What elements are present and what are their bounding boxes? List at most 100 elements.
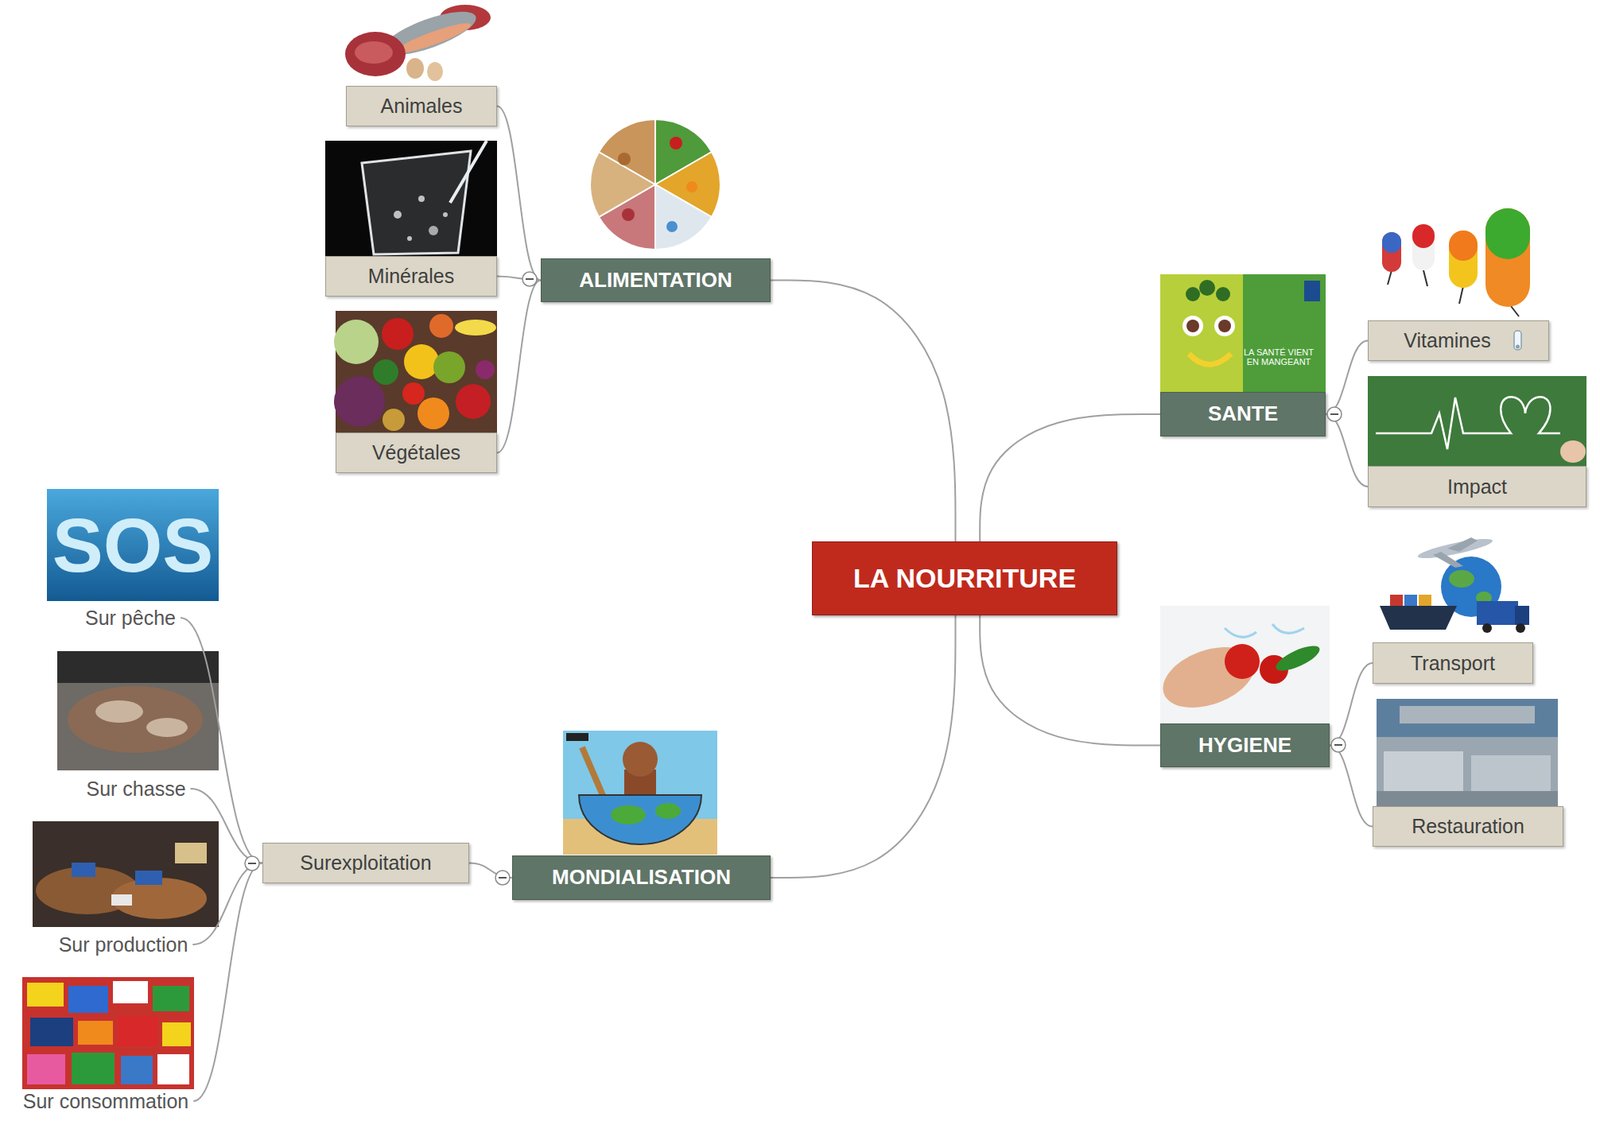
food-groups-pie xyxy=(590,119,721,250)
vegetables-picture xyxy=(372,359,399,385)
branch-connector xyxy=(770,615,956,878)
washing-vegetables-picture xyxy=(1224,628,1257,637)
health-poster-picture xyxy=(1199,279,1216,296)
collapse-button xyxy=(244,856,260,871)
pills-picture xyxy=(1382,208,1531,317)
overhunting-picture xyxy=(146,718,188,738)
food-groups-pie xyxy=(686,181,698,193)
world-bowl-cartoon xyxy=(610,805,646,825)
topic-text: Sur pêche xyxy=(85,606,176,630)
subtopic-box: Restauration xyxy=(1372,806,1564,847)
topic-text: Sur consommation xyxy=(23,1090,189,1114)
heartbeat-chalkboard-picture xyxy=(1367,376,1587,467)
pills-picture xyxy=(1448,230,1478,288)
poster-caption: LA SANTÉ VIENT EN MANGEANT xyxy=(1238,348,1320,367)
branch-connector xyxy=(979,615,1161,746)
kitchen-picture xyxy=(1471,755,1551,792)
overproduction-picture xyxy=(174,842,207,864)
washing-vegetables-picture xyxy=(1272,624,1305,634)
vegetables-picture xyxy=(417,397,450,430)
washing-vegetables-picture xyxy=(1224,644,1260,680)
overconsumption-picture xyxy=(71,1052,115,1085)
food-groups-pie xyxy=(666,221,678,233)
transport-picture xyxy=(1379,535,1530,634)
health-poster-picture xyxy=(1160,274,1243,393)
transport-picture xyxy=(1418,594,1432,606)
vegetables-picture xyxy=(433,351,466,384)
overconsumption-picture xyxy=(30,1017,74,1047)
health-poster-picture xyxy=(1182,315,1204,337)
world-bowl-cartoon xyxy=(566,733,589,742)
subtopic-box: Végétales xyxy=(335,432,498,474)
transport-picture xyxy=(1514,605,1530,626)
vegetables-picture xyxy=(475,360,495,380)
mineral-water-picture xyxy=(325,140,498,257)
branch-connector xyxy=(497,280,541,454)
health-poster-picture xyxy=(1218,319,1232,333)
health-poster-picture xyxy=(1214,315,1235,337)
transport-picture xyxy=(1390,594,1403,606)
subtopic-box: Impact xyxy=(1367,466,1587,508)
kitchen-picture xyxy=(1376,791,1558,807)
heartbeat-chalkboard-picture xyxy=(1375,397,1488,450)
collapse-button xyxy=(244,856,260,871)
collapse-button xyxy=(1330,413,1339,416)
topic-text: LA NOURRITURE xyxy=(853,563,1076,595)
collapse-button xyxy=(525,278,534,280)
branch-connector xyxy=(1329,745,1373,828)
vegetables-picture xyxy=(455,384,491,420)
collapse-button xyxy=(498,877,507,879)
kitchen-picture xyxy=(1376,699,1558,738)
transport-picture xyxy=(1515,623,1526,634)
health-poster-picture xyxy=(1215,287,1231,302)
leaf-topic: Sur production xyxy=(57,933,191,957)
topic-text: Transport xyxy=(1410,652,1496,676)
collapse-button xyxy=(495,870,510,886)
overproduction-picture xyxy=(32,821,219,928)
topic-text: Surexploitation xyxy=(299,851,432,875)
overproduction-picture xyxy=(71,862,96,878)
pills-picture xyxy=(1382,232,1402,253)
washing-vegetables-picture xyxy=(1154,605,1330,724)
main-branch-box: HYGIENE xyxy=(1160,723,1330,768)
topic-text: Restauration xyxy=(1411,815,1525,839)
vegetables-picture xyxy=(382,408,405,432)
mineral-water-picture xyxy=(442,212,448,218)
leaf-topic: Sur pêche xyxy=(83,606,178,630)
branch-connector xyxy=(1325,414,1368,487)
branch-connector xyxy=(1325,341,1368,416)
transport-picture xyxy=(1447,537,1478,552)
meat-fish-picture xyxy=(427,62,443,82)
food-groups-pie xyxy=(598,119,656,185)
kitchen-picture xyxy=(1383,751,1464,792)
transport-picture xyxy=(1379,605,1457,630)
subtopic-box: Vitamines xyxy=(1367,320,1550,362)
topic-text: Animales xyxy=(380,94,463,118)
overproduction-picture xyxy=(111,894,133,906)
health-poster-picture xyxy=(1242,274,1326,393)
subtopic-box: Transport xyxy=(1372,642,1534,684)
world-bowl-cartoon xyxy=(578,795,702,845)
meat-fish-picture xyxy=(345,3,491,82)
collapse-button xyxy=(522,271,537,287)
washing-vegetables-picture xyxy=(1154,636,1263,720)
vegetables-picture xyxy=(333,376,385,428)
leaf-topic: Sur consommation xyxy=(21,1090,191,1114)
mineral-water-picture xyxy=(325,140,498,257)
vegetables-picture xyxy=(402,382,425,405)
overfishing-picture xyxy=(46,489,219,602)
health-poster-picture xyxy=(1186,319,1200,333)
branch-connector xyxy=(497,106,541,281)
world-bowl-cartoon xyxy=(582,747,605,800)
overconsumption-picture xyxy=(157,1054,190,1085)
transport-picture xyxy=(1482,623,1492,634)
food-groups-pie xyxy=(621,208,635,222)
label-text: SOS xyxy=(52,501,214,590)
pills-picture xyxy=(1423,270,1428,287)
overhunting-picture xyxy=(57,651,219,771)
mineral-water-picture xyxy=(428,225,439,236)
topic-text: Végétales xyxy=(372,441,461,465)
